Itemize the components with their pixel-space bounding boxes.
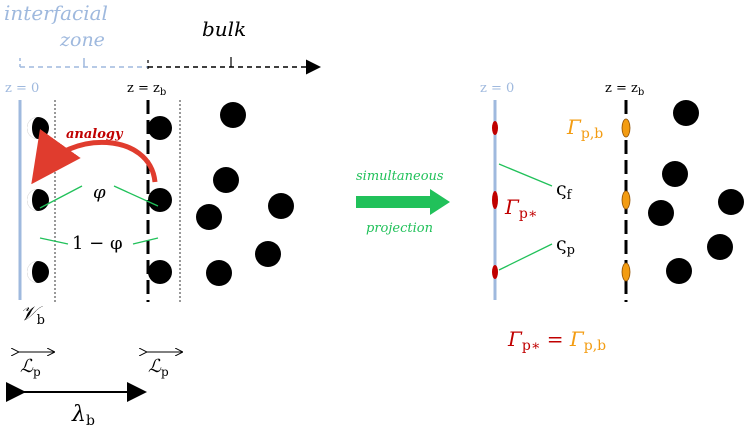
zb-particle-1: [148, 116, 172, 140]
simultaneous-label: simultaneous: [356, 169, 444, 184]
zb-particle-3: [148, 260, 172, 284]
right-bulk-particle-2: [662, 161, 688, 187]
zb-label-left: z = zb: [127, 81, 166, 98]
wall-density-3: [492, 265, 498, 279]
bulk-label: bulk: [202, 17, 246, 41]
varsigma-f-label: ςf: [556, 178, 573, 203]
z0-label-left: z = 0: [5, 81, 39, 96]
bulk-particle-5: [255, 241, 281, 267]
analogy-label: analogy: [66, 127, 124, 142]
half-particle-2: [27, 189, 49, 211]
right-bulk-particle-3: [648, 200, 674, 226]
lp-right-label: ℒp: [148, 356, 169, 379]
phi-label: φ: [93, 182, 106, 203]
lp-left-label: ℒp: [20, 356, 41, 379]
half-particle-3: [27, 261, 49, 283]
right-bulk-particle-6: [666, 258, 692, 284]
half-particle-1: [27, 117, 49, 139]
one-minus-phi-label: 1 − φ: [72, 233, 123, 254]
varsigma-p-label: ςp: [556, 233, 575, 258]
interfacial-label: interfacial: [4, 1, 108, 25]
one-minus-phi-line-left: [39, 237, 69, 245]
gamma-pstar-label: Γp∗: [504, 195, 537, 222]
zb-density-3: [621, 262, 631, 282]
bulk-particle-6: [206, 260, 232, 286]
wall-density-1: [492, 121, 498, 135]
nu-b-label: 𝒱b: [20, 301, 45, 328]
bulk-particle-2: [213, 167, 239, 193]
gamma-equality: Γp∗ = Γp,b: [507, 327, 606, 354]
zb-label-right: z = zb: [605, 81, 644, 98]
zb-particle-2: [148, 188, 172, 212]
varsigma-p-line: [498, 243, 553, 271]
bulk-particle-3: [196, 204, 222, 230]
gamma-pb-label: Γp,b: [566, 115, 603, 142]
phi-line-left: [39, 185, 83, 209]
right-bulk-particle-5: [707, 234, 733, 260]
lambda-b-label: λb: [71, 402, 95, 429]
phi-line-right: [113, 185, 159, 207]
zb-density-2: [621, 190, 631, 210]
one-minus-phi-line-right: [132, 237, 159, 245]
varsigma-f-line: [498, 163, 553, 187]
analogy-arrow: [31, 128, 158, 185]
right-bulk-particle-4: [718, 189, 744, 215]
z0-label-right: z = 0: [480, 81, 514, 96]
projection-label: projection: [366, 221, 433, 236]
zb-density-1: [621, 118, 631, 138]
right-bulk-particle-1: [673, 100, 699, 126]
bulk-particle-1: [220, 102, 246, 128]
bulk-particle-4: [268, 193, 294, 219]
zone-label: zone: [59, 29, 105, 51]
projection-arrow: [356, 189, 450, 215]
wall-density-2: [492, 191, 498, 209]
